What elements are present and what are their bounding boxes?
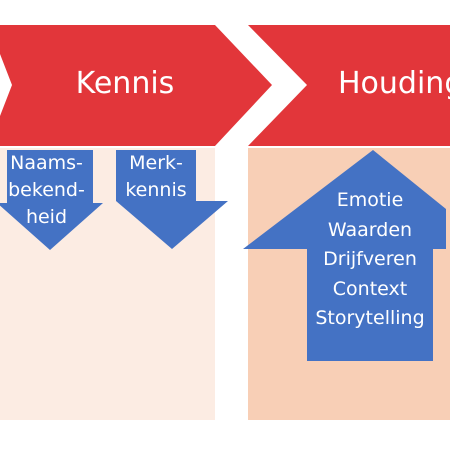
merkkennis-text: Merk- kennis [116,150,196,204]
merkkennis-arrow [116,150,228,249]
up-arrow-text-line: Context [332,277,408,300]
houding-up-text: Emotie Waarden Drijfveren Context Storyt… [307,186,433,334]
houding-up-arrow [243,150,446,361]
arrow-text-line: kennis [125,179,187,201]
kennis-chevron [0,25,272,146]
up-arrow-text-line: Drijfveren [323,248,417,270]
up-arrow-text-line: Emotie [336,189,404,211]
naamsbekendheid-arrow [0,150,103,250]
arrow-text-line: bekend- [8,179,85,201]
arrow-text-line: Merk- [129,152,183,174]
arrow-text-line: heid [25,206,68,228]
kennis-label: Kennis [75,66,175,101]
houding-chevron [248,25,450,146]
arrow-text-line: Naams- [10,152,83,174]
naamsbekendheid-text: Naams- bekend- heid [0,150,93,231]
up-arrow-text-line: Storytelling [315,307,425,329]
houding-label: Houding [338,66,450,101]
up-arrow-text-line: Waarden [327,218,413,241]
